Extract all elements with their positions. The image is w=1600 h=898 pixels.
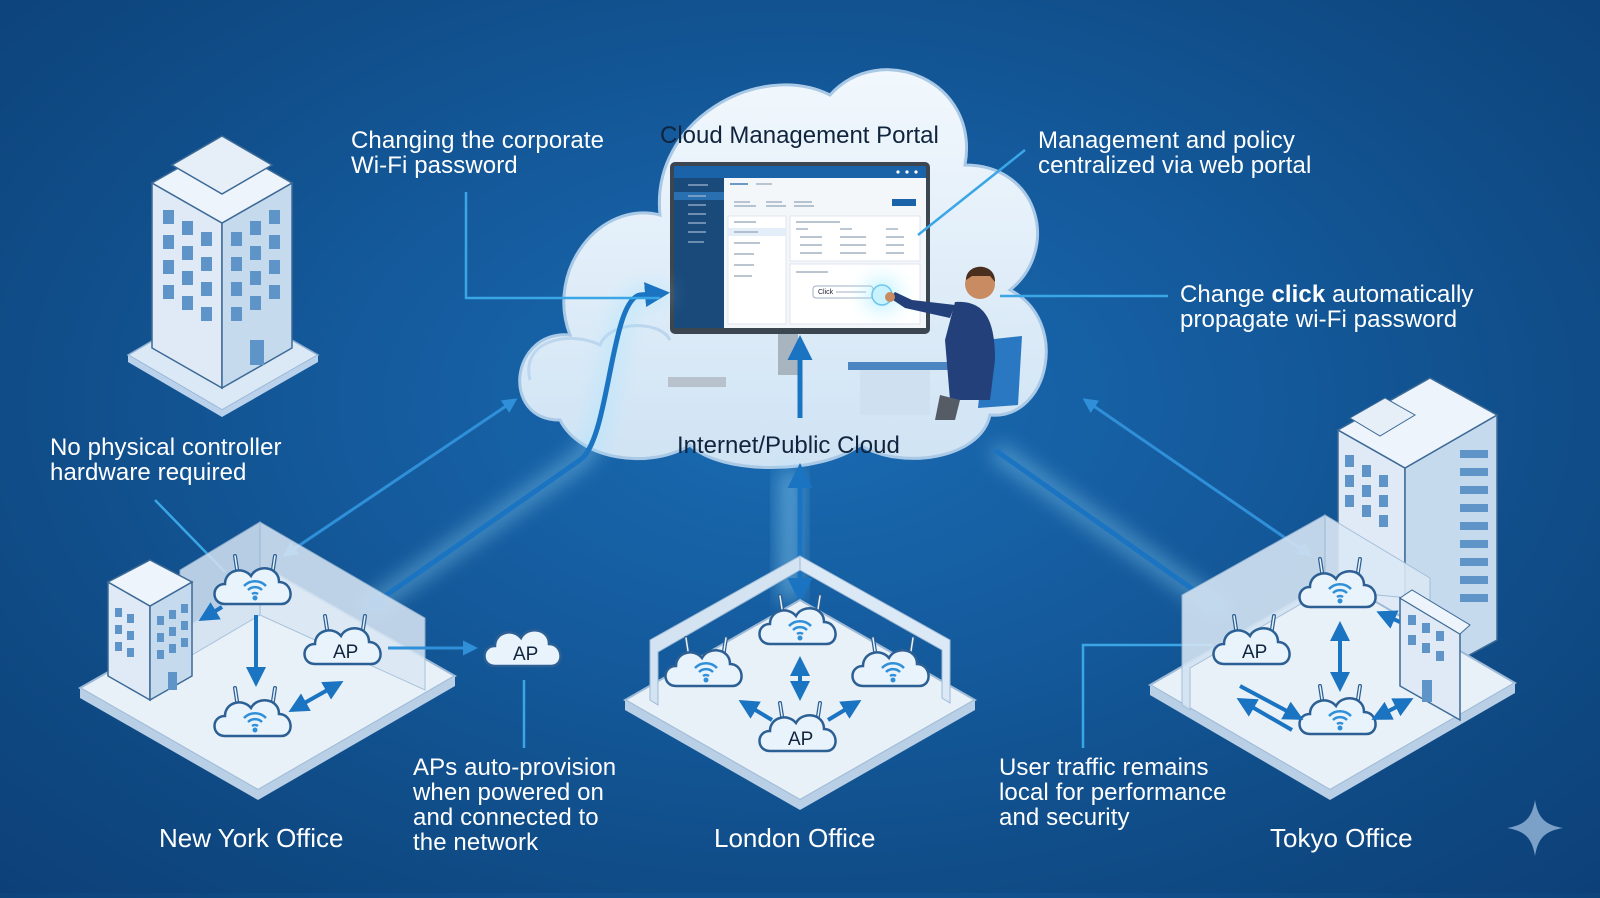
portal-monitor: Click — [668, 162, 930, 387]
person-head — [965, 269, 995, 299]
portal-topbar — [674, 166, 926, 178]
callout-lines — [154, 149, 1213, 748]
office-label-tokyo: Tokyo Office — [1270, 823, 1413, 853]
ny-internal-links — [198, 602, 478, 712]
callout-propagate-post: automatically propagate wi-Fi password — [1180, 281, 1474, 333]
callout-propagate: Change click automatically propagate wi-… — [1180, 282, 1473, 332]
link-tokyo-cloud — [1082, 398, 1313, 557]
link-ny-cloud — [282, 398, 518, 557]
tokyo-ap-main: AP — [1212, 614, 1291, 666]
hq-building-icon — [126, 135, 320, 417]
london-ap-main: AP — [758, 701, 837, 753]
new-york-office-floor — [77, 521, 458, 800]
ap-label: AP — [513, 644, 538, 665]
portal-sidebar — [674, 178, 724, 328]
callout-password-change: Changing the corporate Wi-Fi password — [351, 127, 605, 179]
monitor-stand — [778, 330, 798, 375]
office-label-new-york: New York Office — [159, 823, 344, 853]
callout-local-traffic: User traffic remains local for performan… — [999, 754, 1227, 831]
callout-no-controller: No physical controller hardware required — [50, 434, 282, 486]
ap-label: AP — [1242, 642, 1267, 663]
london-internal-links — [738, 656, 862, 722]
cloud-label: Internet/Public Cloud — [677, 432, 900, 459]
admin-person-illustration — [848, 266, 1022, 420]
ap-label: AP — [333, 642, 358, 663]
ny-ap-provisioned: AP — [483, 629, 562, 668]
ny-ap-main: AP — [303, 614, 382, 666]
callout-propagate-bold: click — [1271, 281, 1326, 308]
sparkle-icon — [1507, 800, 1563, 856]
callout-propagate-pre: Change — [1180, 281, 1272, 308]
callout-centralized: Management and policy centralized via we… — [1038, 127, 1312, 179]
monitor-base — [668, 377, 726, 387]
ap-label: AP — [788, 729, 813, 750]
tokyo-internal-links — [1236, 610, 1414, 732]
office-label-london: London Office — [714, 823, 876, 853]
portal-click-label: Click — [818, 289, 834, 296]
portal-action-button — [892, 199, 916, 206]
callout-auto-provision: APs auto-provision when powered on and c… — [413, 754, 617, 856]
portal-title: Cloud Management Portal — [660, 122, 939, 149]
